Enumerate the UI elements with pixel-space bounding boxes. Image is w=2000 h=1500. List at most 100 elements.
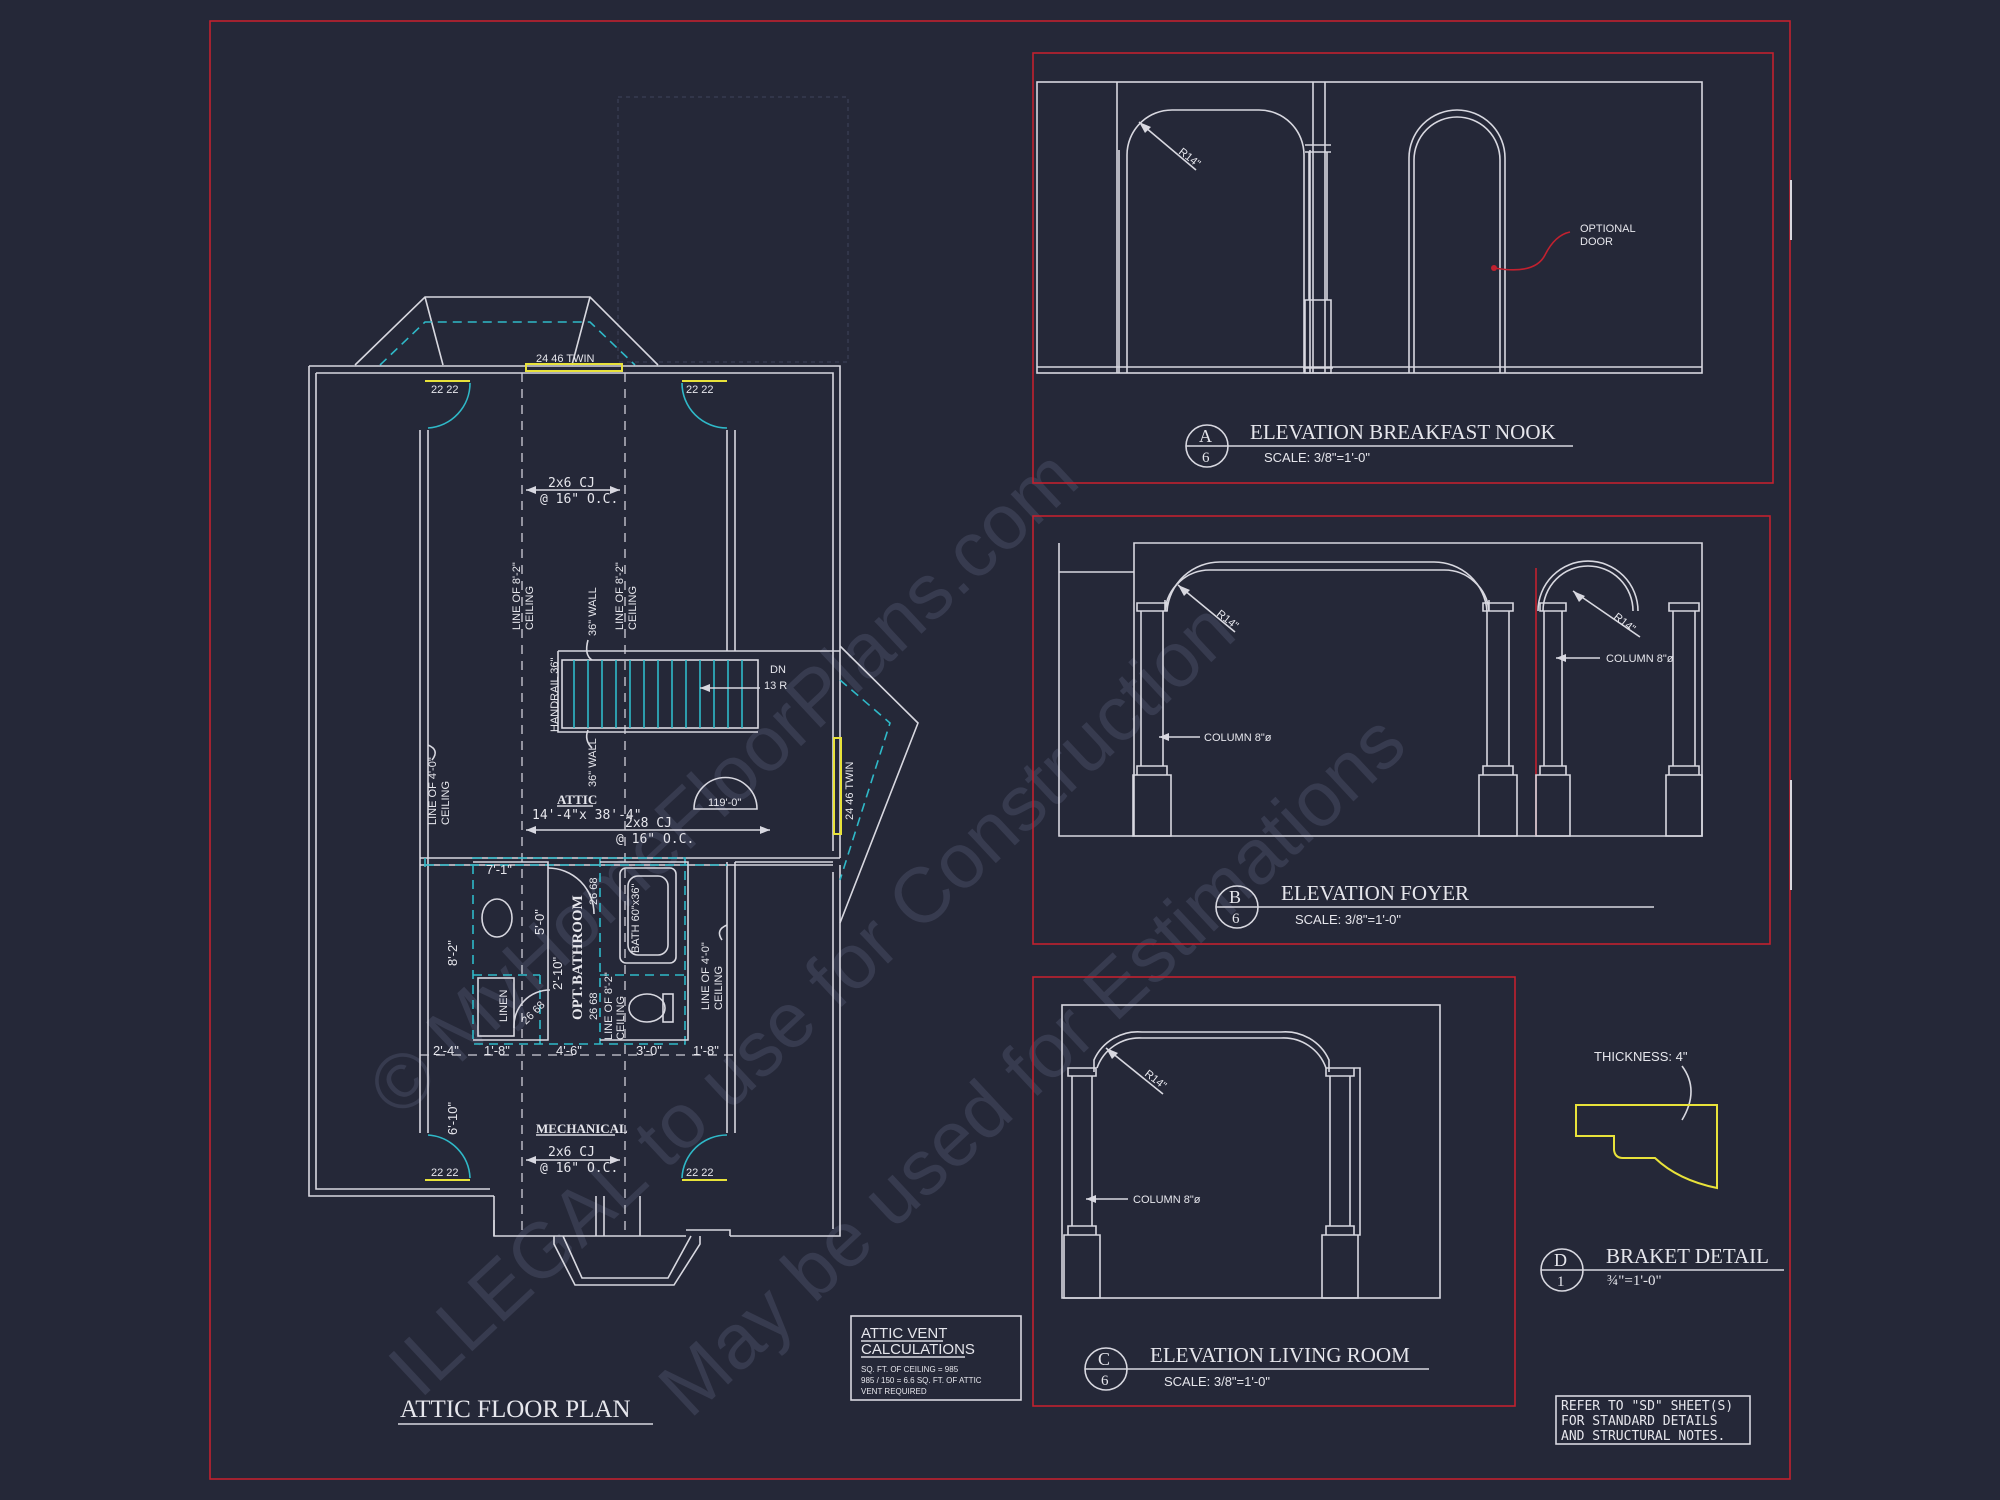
bath-ceiling-l2: CEILING [615,996,627,1040]
bracket-scale: ¾"=1'-0" [1607,1273,1662,1289]
arrowhead [1178,585,1190,596]
ceiling-82-right-l2: CEILING [627,586,639,630]
elev-a-sheet: 6 [1202,450,1210,466]
bracket-profile [1575,1104,1718,1190]
bath-door-swing [547,867,595,915]
bath-ceiling-l1: LINE OF 8'-2" [603,972,615,1040]
ghost-outline [617,96,849,363]
elev-a-marker: A 6 [1185,424,1229,468]
attic-floor-plan: 24 46 TWIN 24 46 TWIN 22 22 22 22 22 22 … [308,96,919,1425]
leader [585,729,593,749]
door-label: 22 22 [431,1167,459,1179]
bracket-title: BRAKET DETAIL [1606,1244,1769,1268]
elev-b-column-2: COLUMN 8"ø [1606,653,1674,665]
bracket-thickness: THICKNESS: 4" [1594,1049,1688,1064]
elev-c-title: ELEVATION LIVING ROOM [1150,1343,1410,1367]
right-bay [839,645,919,924]
door-bottom-right: 22 22 [681,1134,728,1181]
refer-line-3: AND STRUCTURAL NOTES. [1561,1429,1725,1444]
elevation-foyer: R14" R14" COLUMN 8"ø COLUMN 8"ø B 6 ELEV… [1032,515,1771,945]
elev-b-sheet: 6 [1232,911,1240,927]
elevation-a-frame [1032,52,1774,484]
elev-a-scale: SCALE: 3/8"=1'-0" [1264,450,1370,465]
radius-leader [1105,1047,1164,1095]
elevation-c-frame [1032,976,1516,1407]
leader [585,639,593,661]
radius-leader [1572,590,1641,638]
dim-2-4: 2'-4" [433,1043,459,1058]
top-window [525,363,623,372]
bath-label-1: OPT. [570,986,586,1020]
top-dormer-outline [354,296,659,366]
bracket-sheet: 1 [1557,1274,1565,1290]
door-2668-b: 26 68 [588,992,600,1020]
outer-wall [308,365,841,1237]
ceiling-40-right-l1: LINE OF 4'-0" [700,942,712,1010]
elev-a-note-2: DOOR [1580,236,1613,248]
elev-c-column: COLUMN 8"ø [1133,1194,1201,1206]
ceiling-82-left-l1: LINE OF 8'-2" [511,562,523,630]
arrowhead [1556,654,1566,662]
dormer-dashed [379,321,636,366]
stair: DN 13 R [561,659,787,729]
bathtub [619,867,677,964]
refer-line-1: REFER TO "SD" SHEET(S) [1561,1399,1733,1414]
sink [481,898,513,938]
dim-1-8-b: 1'-8" [693,1043,719,1058]
cj-bottom: 2x6 CJ @ 16" O.C. [526,1145,620,1176]
leader-dot [1491,265,1497,271]
foyer-columns [1132,602,1703,837]
bath-label-2: BATHROOM [570,895,586,985]
elevation-b-frame [1032,515,1771,945]
stair-dn: DN [770,664,786,676]
ceiling-40-right-l2: CEILING [713,966,725,1010]
bracket-marker: D 1 [1540,1248,1584,1292]
dormer-line [571,296,591,366]
attic-vent-arch [693,776,758,810]
toilet [628,993,666,1023]
elev-b-title: ELEVATION FOYER [1281,881,1469,905]
cj-top-line1: 2x6 CJ [548,476,595,491]
ceiling-40-left-l2: CEILING [440,781,452,825]
elev-a-title: ELEVATION BREAKFAST NOOK [1250,420,1556,444]
bottom-bay-inner [562,1235,692,1279]
elev-c-marker: C 6 [1084,1347,1128,1391]
sheet-border [209,20,1791,1480]
refer-line-2: FOR STANDARD DETAILS [1561,1414,1718,1429]
dim-4-6: 4'-6" [556,1043,582,1058]
attic-plan-title: ATTIC FLOOR PLAN [400,1396,631,1423]
outer-wall-inner [315,372,834,1229]
vent-title-1: ATTIC VENT [861,1325,947,1342]
elev-b-scale: SCALE: 3/8"=1'-0" [1295,912,1401,927]
cj-bottom-line1: 2x6 CJ [548,1145,595,1160]
arrowhead [1573,591,1585,602]
optional-door-leader [1493,231,1571,271]
door-2668-a: 26 68 [588,877,600,905]
elev-c-sheet: 6 [1101,1373,1109,1389]
elev-c-scale: SCALE: 3/8"=1'-0" [1164,1374,1270,1389]
leader [718,924,728,941]
cj-top-line2: @ 16" O.C. [540,492,618,507]
dim-8-2: 8'-2" [445,940,460,966]
right-window [833,737,842,835]
stair-risers: 13 R [764,680,787,692]
top-window-label: 24 46 TWIN [536,353,595,365]
door-label: 22 22 [431,384,459,396]
mechanical-label: MECHANICAL [536,1121,628,1136]
wall-36-bottom: 36" WALL [587,738,599,787]
bath-tub-label: BATH 60"x36" [630,884,642,953]
door-label: 22 22 [686,384,714,396]
bracket-letter: D [1554,1250,1567,1270]
radius-leader [1177,584,1236,633]
arrowhead [1086,1195,1096,1203]
refer-note: REFER TO "SD" SHEET(S) FOR STANDARD DETA… [1555,1395,1751,1445]
vent-line-1: SQ. FT. OF CEILING = 985 [861,1365,959,1374]
cj-bottom-line2: @ 16" O.C. [540,1161,618,1176]
knee-wall-left [419,430,429,1133]
wall-36-top: 36" WALL [587,587,599,636]
door-bottom-left: 22 22 [425,1134,471,1181]
vent-calc-box: ATTIC VENT CALCULATIONS SQ. FT. OF CEILI… [850,1315,1022,1401]
elev-b-column-1: COLUMN 8"ø [1204,732,1272,744]
handrail-label: HANDRAIL 36" [549,657,561,732]
vent-line-2: 985 / 150 = 6.6 SQ. FT. OF ATTIC [861,1376,982,1385]
